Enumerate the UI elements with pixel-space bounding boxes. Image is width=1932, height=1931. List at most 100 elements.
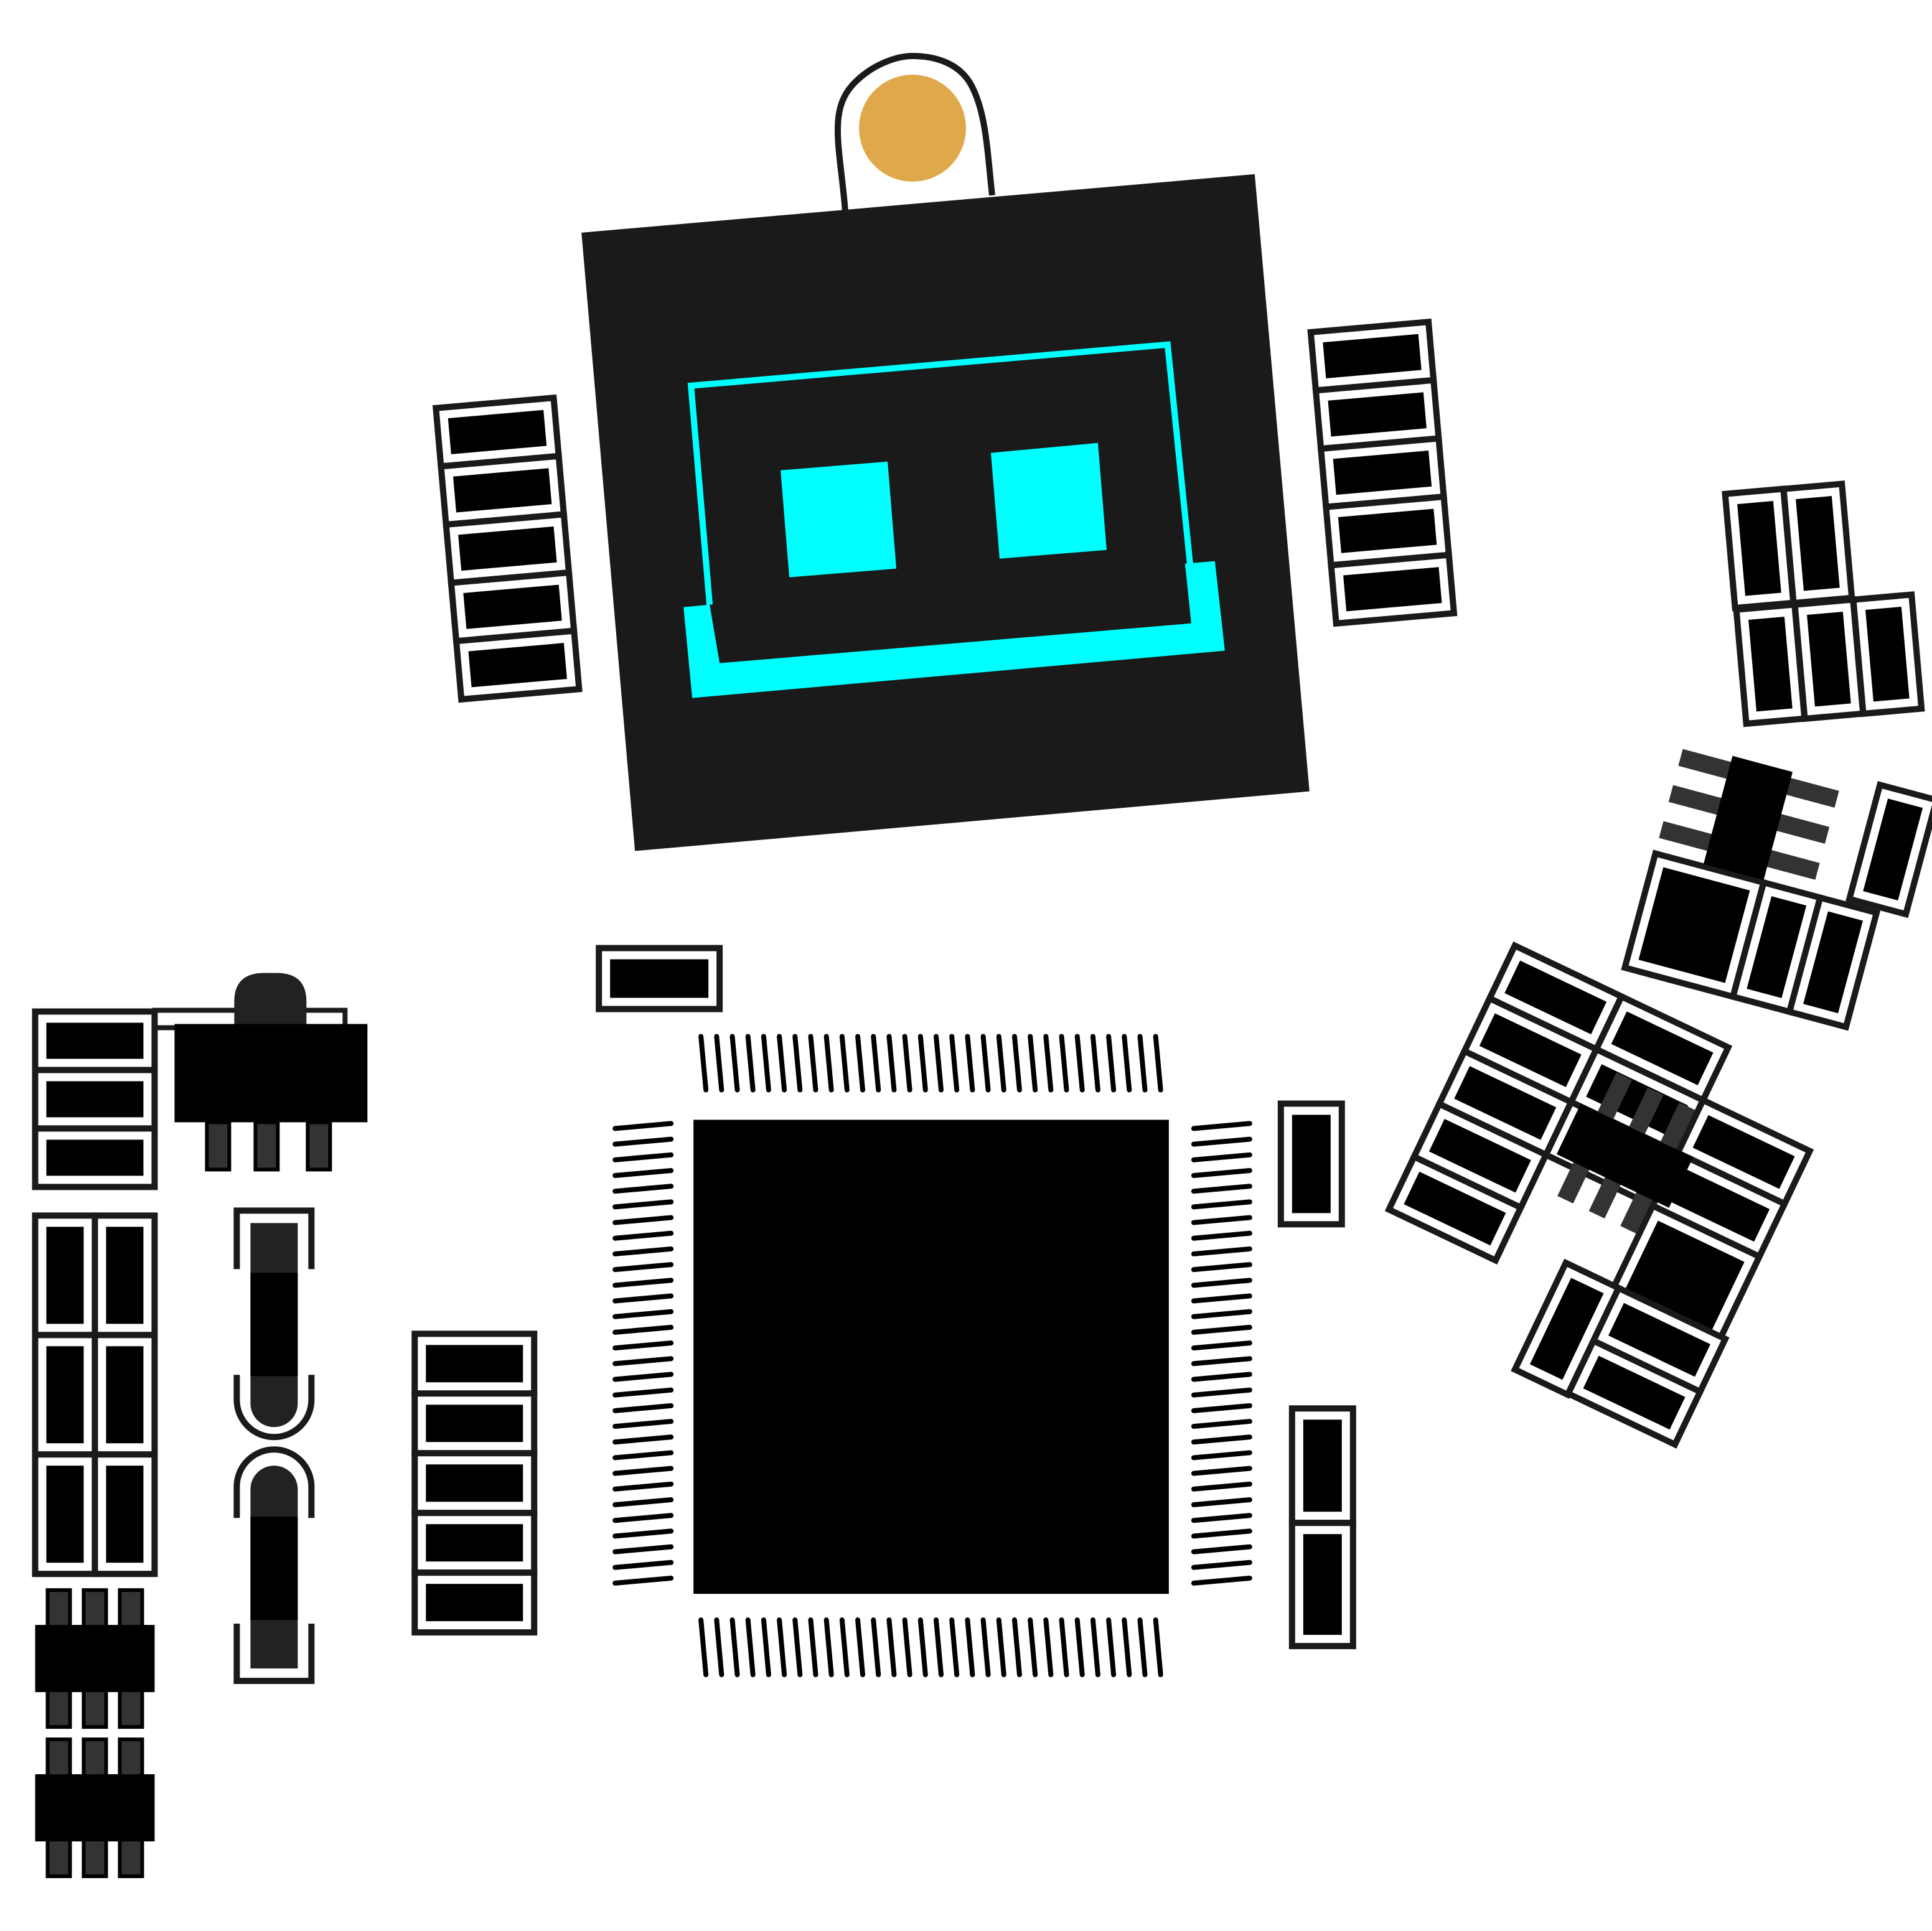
silk-pad-right: [990, 442, 1107, 559]
qfp-pin: [917, 1034, 928, 1093]
qfp-pin: [698, 1617, 709, 1678]
smd-pad[interactable]: [1850, 591, 1925, 718]
qfp-pin: [612, 1121, 674, 1131]
smd-pad[interactable]: [596, 945, 723, 1012]
qfp-pin: [1043, 1617, 1054, 1678]
smd-pad[interactable]: [1592, 992, 1733, 1105]
smd-pad[interactable]: [432, 394, 563, 470]
qfp-pin: [1191, 1481, 1252, 1492]
qfp-pin: [612, 1262, 674, 1273]
smd-pad[interactable]: [91, 1451, 158, 1578]
smd-pad[interactable]: [411, 1330, 538, 1397]
smd-pad[interactable]: [1317, 435, 1448, 511]
smd-pad[interactable]: [1791, 596, 1867, 722]
qfp-pin: [761, 1617, 771, 1678]
qfp-pin: [823, 1034, 834, 1093]
qfp-pin: [1191, 1387, 1252, 1398]
smd-pad[interactable]: [32, 1125, 158, 1190]
qfp-pin: [1191, 1544, 1252, 1555]
fuse-components[interactable]: [233, 1207, 315, 1685]
smd-pad[interactable]: [411, 1569, 538, 1636]
qfp-pin: [612, 1184, 674, 1194]
silk-bar: [683, 561, 1225, 698]
smd-pad[interactable]: [32, 1008, 158, 1073]
passive-components: [32, 318, 1925, 1650]
sot-transistor[interactable]: [152, 973, 368, 1172]
smd-pad[interactable]: [32, 1451, 98, 1578]
qfp-pin: [1106, 1617, 1117, 1678]
qfp-pin: [1191, 1293, 1252, 1304]
qfp-pin: [792, 1617, 803, 1678]
smd-pad[interactable]: [411, 1450, 538, 1517]
qfp-pin: [612, 1246, 674, 1256]
ic-body: [1556, 1103, 1694, 1208]
smd-pad[interactable]: [453, 627, 583, 703]
smd-pad[interactable]: [91, 1212, 158, 1339]
qfp-pin: [1137, 1034, 1148, 1093]
smd-pad[interactable]: [411, 1390, 538, 1457]
smd-pad[interactable]: [32, 1332, 98, 1458]
smd-pad[interactable]: [1780, 480, 1855, 607]
qfp-pin: [1191, 1450, 1252, 1461]
qfp-pin: [698, 1034, 709, 1093]
qfp-pin: [949, 1034, 960, 1093]
smd-pad[interactable]: [1288, 1405, 1356, 1527]
qfp-pin: [612, 1230, 674, 1241]
smd-pad[interactable]: [1722, 485, 1797, 612]
qfp-pin: [1191, 1466, 1252, 1476]
smd-pad[interactable]: [1845, 781, 1932, 919]
smd-pad[interactable]: [91, 1332, 158, 1458]
qfp-pin: [1191, 1136, 1252, 1147]
soic-chip[interactable]: [35, 1588, 155, 1729]
smd-pad[interactable]: [1322, 493, 1453, 569]
smd-pad[interactable]: [448, 569, 578, 645]
qfp-pin: [902, 1617, 912, 1678]
smd-pad[interactable]: [32, 1067, 158, 1132]
qfp-pin: [612, 1450, 674, 1461]
qfp-pin: [612, 1372, 674, 1382]
qfp-pin: [823, 1617, 834, 1678]
qfp-pin: [1028, 1617, 1038, 1678]
qfp-pin: [1191, 1575, 1252, 1586]
qfp-pin: [886, 1617, 897, 1678]
qfp-pin: [714, 1034, 724, 1093]
qfp-pin: [1191, 1324, 1252, 1335]
transistor-leg: [253, 1120, 280, 1172]
qfp-pin: [1191, 1121, 1252, 1131]
qfp-pin: [612, 1387, 674, 1398]
smd-pad[interactable]: [1621, 849, 1768, 1001]
qfp-pin: [1011, 1617, 1022, 1678]
angled-ic-right[interactable]: [1384, 941, 1835, 1449]
large-module[interactable]: [581, 52, 1310, 851]
qfp-pin: [612, 1356, 674, 1367]
qfp-pin: [808, 1034, 818, 1093]
qfp-pin: [1191, 1419, 1252, 1429]
soic-chip[interactable]: [35, 1737, 155, 1879]
smd-pad[interactable]: [1564, 1336, 1705, 1449]
smd-pad[interactable]: [1328, 551, 1458, 627]
qfp-pin: [612, 1559, 674, 1570]
soic-body: [35, 1774, 155, 1842]
smd-pad[interactable]: [438, 452, 568, 528]
qfp-chip[interactable]: [612, 1034, 1252, 1678]
smd-pad[interactable]: [1785, 894, 1881, 1031]
qfp-pin: [855, 1034, 866, 1093]
smd-pad[interactable]: [1277, 1100, 1345, 1228]
qfp-pin: [1074, 1617, 1085, 1678]
qfp-pin: [1090, 1617, 1100, 1678]
smd-pad[interactable]: [1589, 1284, 1730, 1396]
smd-pad[interactable]: [32, 1212, 98, 1339]
qfp-pin: [1191, 1403, 1252, 1413]
smd-pad[interactable]: [1288, 1520, 1356, 1650]
qfp-pin: [1191, 1356, 1252, 1367]
smd-pad[interactable]: [411, 1510, 538, 1576]
angled-ic-top-right[interactable]: [1621, 733, 1932, 1034]
qfp-pin: [1122, 1617, 1132, 1678]
qfp-pin: [1191, 1513, 1252, 1523]
smd-pad[interactable]: [1384, 1153, 1525, 1265]
smd-pad[interactable]: [1733, 601, 1808, 727]
qfp-pin: [792, 1034, 803, 1093]
qfp-pin: [1191, 1309, 1252, 1319]
qfp-pin: [1191, 1246, 1252, 1256]
